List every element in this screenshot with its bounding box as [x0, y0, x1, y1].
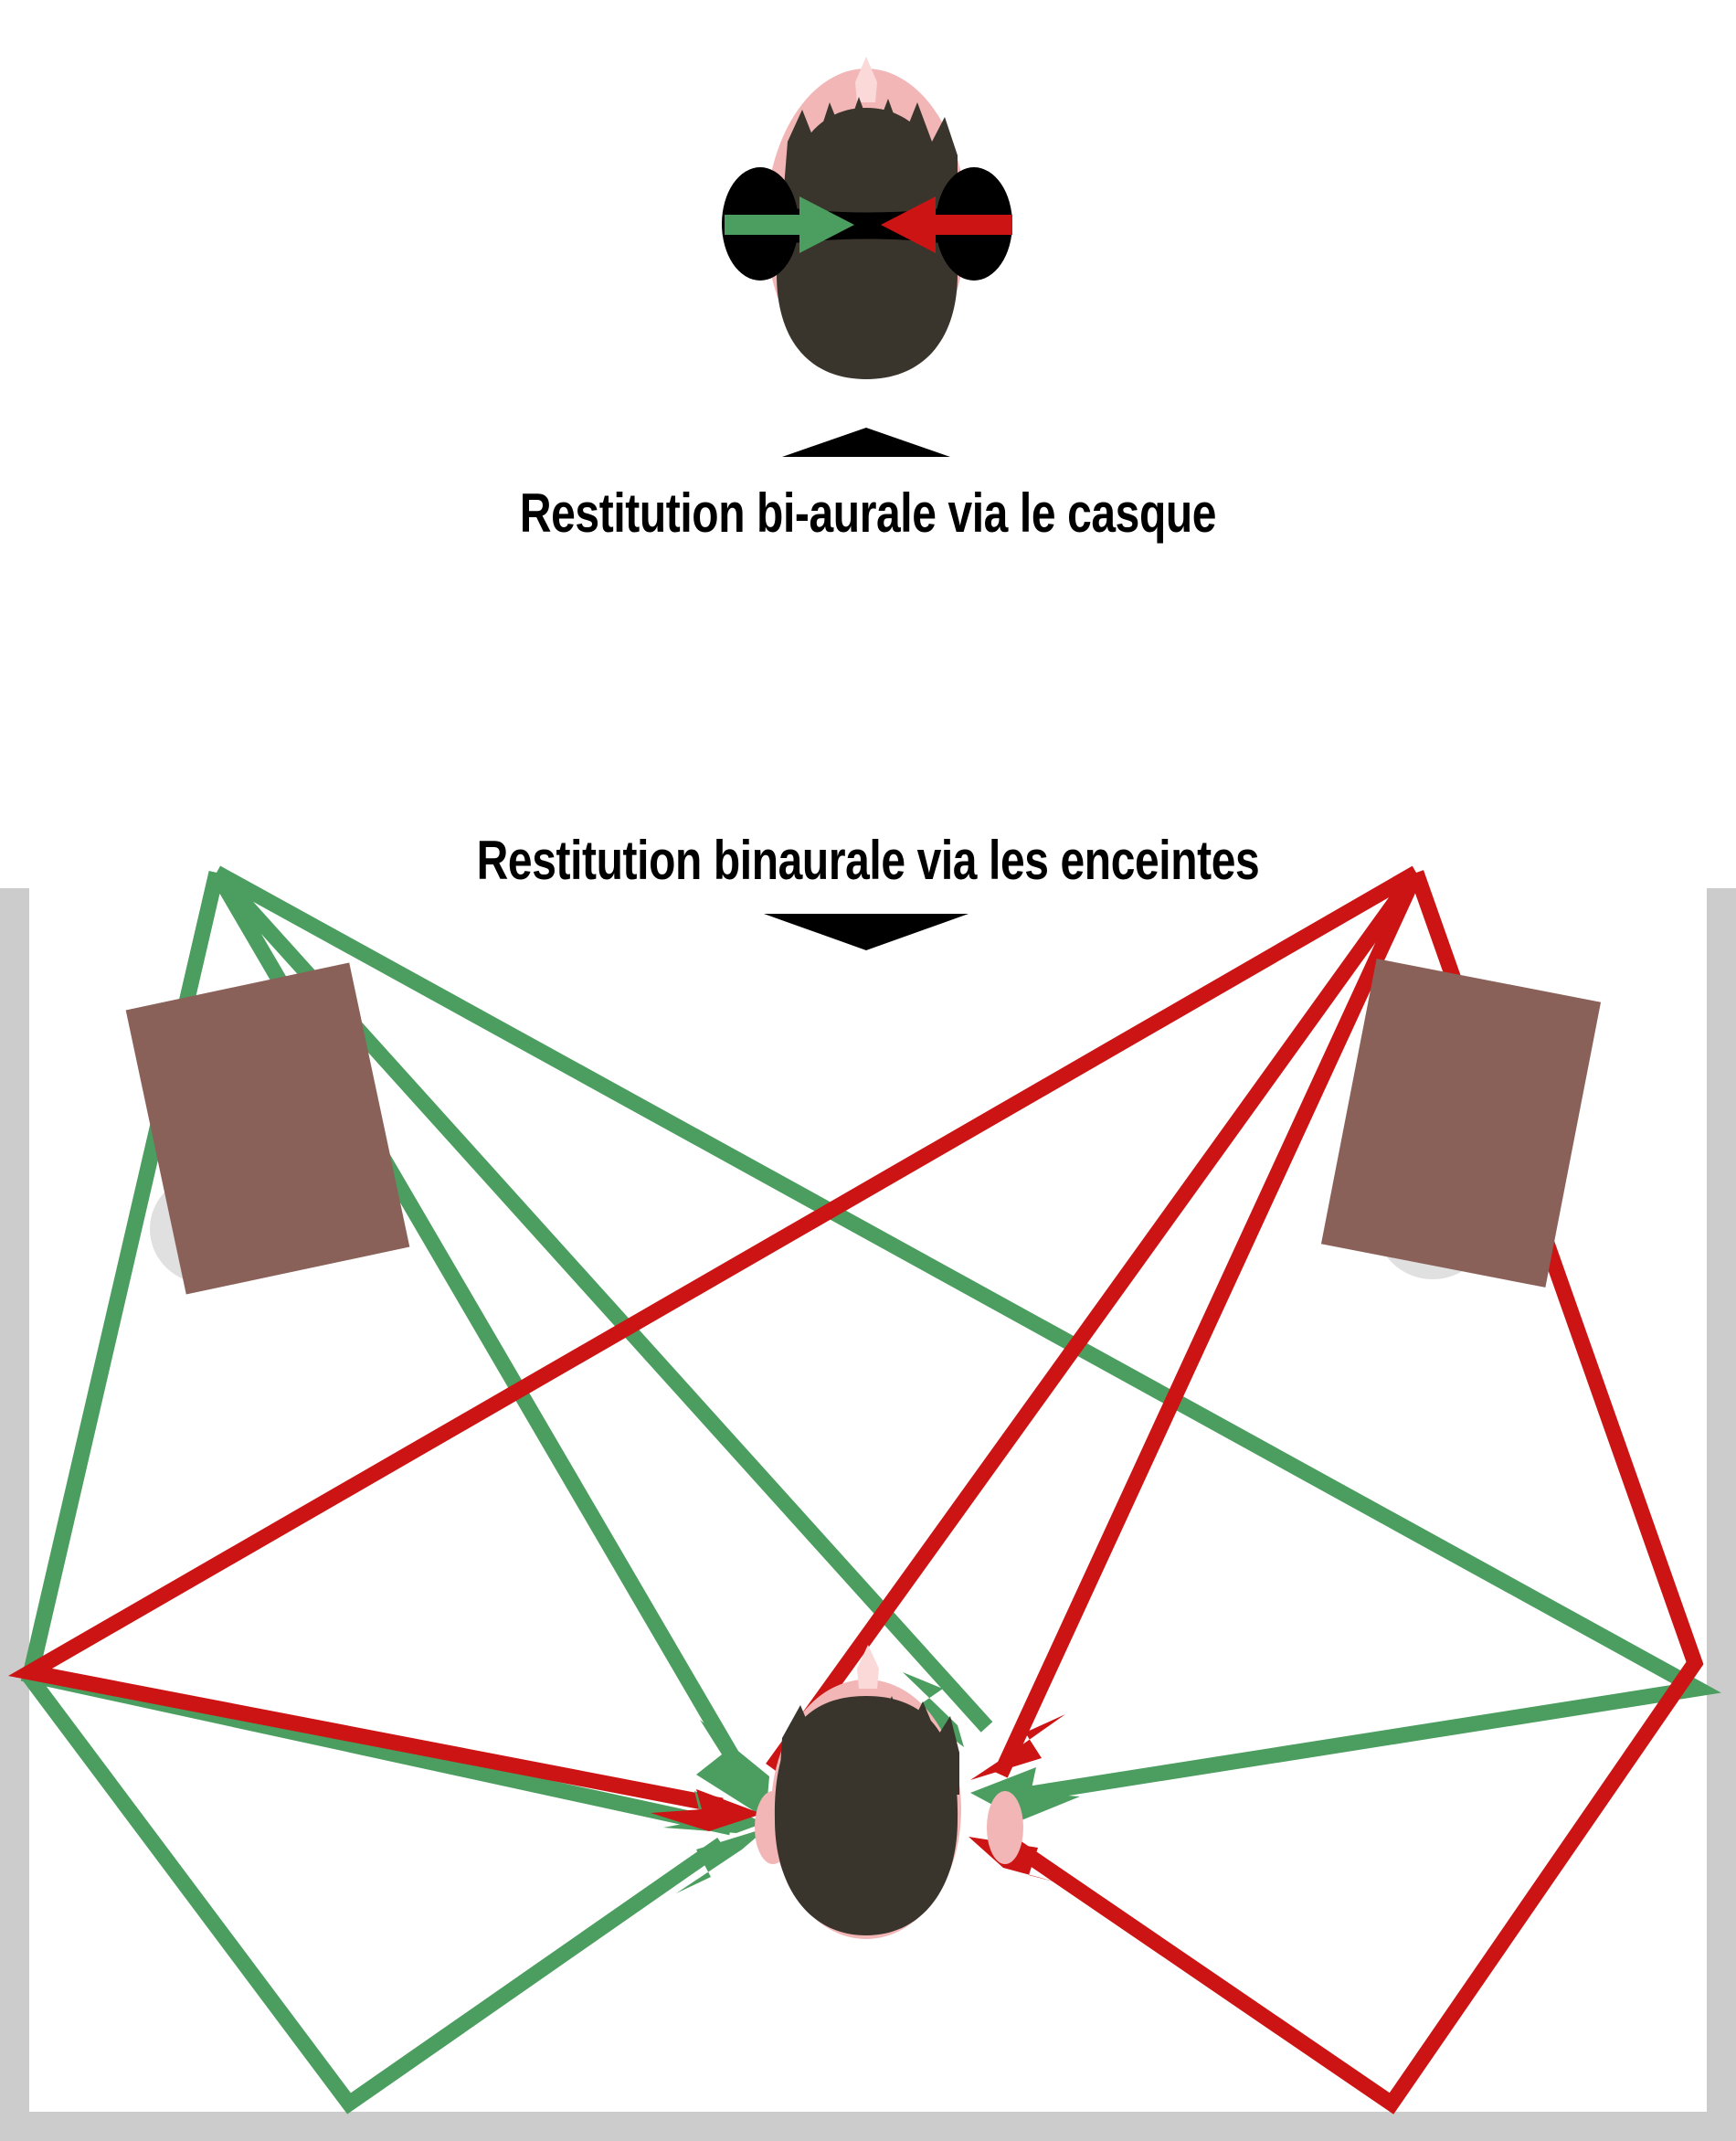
- green-path-floor-bounce: [21, 871, 726, 2115]
- green-signal-arrow-left-ear: [725, 196, 854, 253]
- room-bottom-wall: [0, 2112, 1736, 2141]
- green-arrowhead-left-ear-lower: [676, 1828, 767, 1893]
- right-speaker[interactable]: [1320, 959, 1602, 1288]
- left-speaker-cabinet: [125, 962, 410, 1295]
- red-path-left-wall-bounce: [8, 865, 1421, 1814]
- listener-head-top-view: [755, 1645, 1023, 1939]
- right-ear: [987, 1791, 1023, 1864]
- left-speaker[interactable]: [125, 962, 410, 1295]
- green-arrowhead-left-ear-upper: [696, 1720, 769, 1818]
- page-title-bottom: Restitution binaurale via les enceintes: [476, 830, 1260, 891]
- red-arrowhead-right-ear-upper: [970, 1714, 1065, 1780]
- red-path-floor-bounce: [1010, 870, 1704, 2115]
- red-arrowhead-left-ear-horizontal: [651, 1789, 762, 1831]
- red-ray-paths: [8, 865, 1704, 2115]
- triangle-down-icon: [764, 914, 969, 950]
- page-title-top: Restitution bi-aurale via le casque: [519, 482, 1217, 544]
- hair-fringe: [782, 97, 958, 210]
- room-right-wall: [1707, 888, 1736, 2141]
- triangle-up-icon: [782, 428, 950, 457]
- red-path-cross-left-ear: [766, 868, 1423, 1773]
- listener-nose-icon: [857, 1645, 879, 1689]
- green-path-right-wall-bounce: [212, 865, 1721, 1804]
- room-left-wall: [0, 888, 29, 2141]
- room-walls: [0, 888, 1736, 2141]
- listener-hair-fringe: [778, 1696, 959, 1795]
- red-path-direct-right-ear: [993, 869, 1424, 1778]
- right-speaker-cabinet: [1320, 959, 1602, 1288]
- top-head-group: [722, 57, 1012, 379]
- red-signal-arrow-right-ear: [881, 196, 1012, 253]
- nose-icon: [855, 57, 877, 102]
